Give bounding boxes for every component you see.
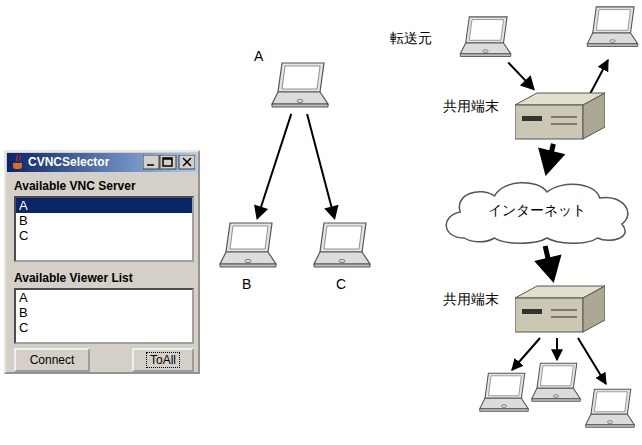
device-label: A: [254, 48, 263, 64]
cup: [13, 163, 22, 169]
app-window: CVNCSelectorAvailable VNC ServerABCAvail…: [4, 150, 200, 374]
connector-line: [260, 114, 291, 210]
connector: [508, 62, 535, 90]
window-button: [160, 155, 176, 169]
router-icon: [515, 92, 605, 142]
laptop-node: C: [312, 222, 372, 272]
list-box: Available VNC ServerABC: [14, 196, 194, 262]
symbol: [220, 223, 276, 267]
window-button: [179, 155, 195, 169]
steam: [16, 155, 20, 161]
window-glyph: [163, 158, 172, 166]
connector-line: [550, 144, 553, 156]
connector-line: [307, 114, 332, 209]
laptop-icon: [532, 363, 581, 401]
list-item: A: [16, 198, 192, 213]
laptop-icon: [270, 62, 330, 112]
arrow: [556, 338, 558, 360]
arrow: [512, 338, 540, 370]
cloud-node: インターネット: [436, 178, 638, 244]
laptop-node: A: [270, 62, 330, 112]
cloud-outline: [446, 183, 628, 244]
laptop-icon: [218, 222, 278, 272]
terminal-label: 共用端末: [443, 98, 499, 116]
router-icon: [515, 285, 605, 335]
laptop-icon: [312, 222, 372, 272]
title-bar: CVNCSelector: [7, 153, 197, 172]
router-node: 共用端末: [515, 92, 605, 142]
symbol: [272, 63, 328, 107]
device-label: C: [336, 276, 346, 292]
symbol: [515, 286, 605, 332]
symbol: [460, 17, 510, 57]
device-label: B: [242, 276, 251, 292]
list-box: Available Viewer ListABC: [14, 288, 194, 344]
arrow: [590, 60, 608, 94]
laptop-icon: [586, 389, 635, 427]
symbol: [515, 93, 605, 139]
connector-line: [508, 62, 527, 82]
java-icon: [10, 154, 26, 170]
laptop-icon: [458, 16, 513, 61]
laptop-icon: [480, 373, 529, 411]
router-node: 共用端末: [515, 285, 605, 335]
list-item: B: [16, 305, 192, 320]
window-button: [143, 155, 159, 169]
list-heading: Available VNC Server: [14, 179, 136, 193]
cloud-label: インターネット: [488, 202, 586, 220]
window-glyph: [183, 158, 191, 166]
connector: [307, 114, 338, 220]
connector: [538, 144, 565, 176]
device-label: 転送元: [390, 30, 432, 48]
push-button: ToAll: [132, 348, 194, 372]
list-item: C: [16, 320, 192, 335]
push-button: Connect: [14, 348, 90, 372]
connector: [534, 246, 561, 283]
list-item: B: [16, 213, 192, 228]
button-label: Connect: [27, 353, 78, 367]
window-buttons: [143, 155, 195, 170]
terminal-label: 共用端末: [443, 291, 499, 309]
list-item: C: [16, 228, 192, 243]
list-heading: Available Viewer List: [14, 271, 133, 285]
laptop-node: 転送元: [458, 16, 513, 61]
button-label: ToAll: [147, 353, 179, 367]
laptop-icon: [587, 7, 637, 47]
connector-line: [545, 246, 549, 263]
laptop-node: B: [218, 222, 278, 272]
arrow: [578, 338, 606, 384]
window-glyph: [147, 164, 154, 166]
list-item: A: [16, 290, 192, 305]
symbol: [314, 223, 370, 267]
window-title: CVNCSelector: [28, 155, 109, 169]
connector: [254, 114, 291, 220]
